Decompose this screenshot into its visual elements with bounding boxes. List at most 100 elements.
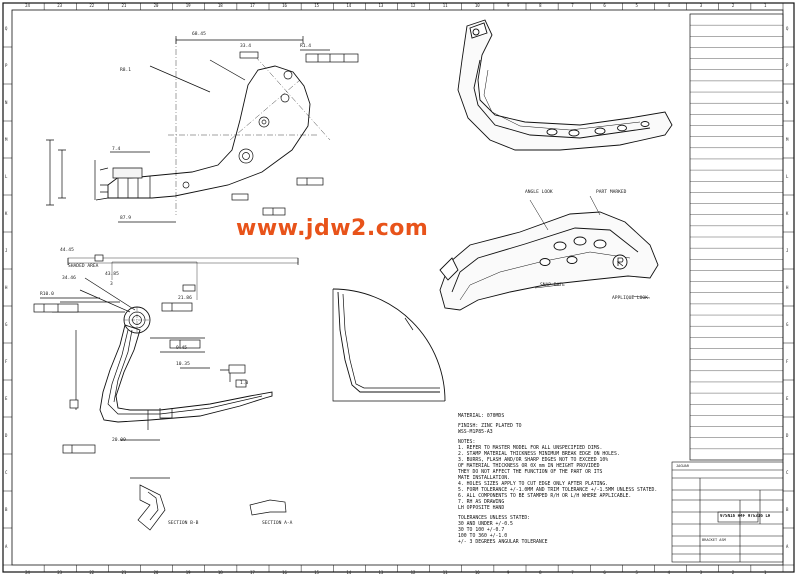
tolerance-line: +/- 3 DEGREES ANGULAR TOLERANCE <box>458 540 548 545</box>
zone-number: 19 <box>185 3 191 8</box>
revision-lines <box>690 24 783 450</box>
dim-front-2: 34.46 <box>62 276 76 281</box>
dim-top-1: 33.4 <box>240 44 252 49</box>
zone-number: 14 <box>346 3 352 8</box>
iso-label-3: APPLIQUE LOOK <box>612 296 648 301</box>
zone-number: 8 <box>539 570 542 575</box>
iso-view-top <box>457 19 673 151</box>
zone-letter: M <box>5 136 8 142</box>
zone-number: 6 <box>603 570 606 575</box>
dim-front-9: R10.0 <box>40 292 54 297</box>
watermark: www.jdw2.com <box>236 216 429 241</box>
dim-top-4: R1.4 <box>300 44 312 49</box>
front-view <box>33 254 299 454</box>
zone-letter: F <box>786 358 789 364</box>
zone-number: 11 <box>442 3 448 8</box>
zone-letter: B <box>786 506 789 512</box>
tolerance-line: 30 TO 100 +/-0.7 <box>458 528 505 533</box>
dim-front-3: 43.85 <box>105 272 119 277</box>
zone-letter: D <box>5 432 8 438</box>
zone-letter: G <box>786 321 789 327</box>
dim-top-5: R8.1 <box>120 68 132 73</box>
dim-top-3: 87.9 <box>120 216 132 221</box>
note-line: 3. BURRS, FLASH AND/OR SHARP EDGES NOT T… <box>458 458 609 463</box>
section-views <box>130 477 287 531</box>
zone-number: 16 <box>282 570 287 575</box>
zone-letter: G <box>5 321 8 327</box>
zone-number: 15 <box>314 3 320 8</box>
note-line: 7. RH AS DRAWING <box>458 500 505 505</box>
zone-number: 13 <box>378 570 384 575</box>
zone-letter: P <box>5 62 8 68</box>
material-text: MATERIAL: 070MDS <box>458 414 505 419</box>
zone-letter: L <box>786 173 789 179</box>
tolerance-line: 100 TO 360 +/-1.0 <box>458 534 508 539</box>
note-line: OF MATERIAL THICKNESS OR 0X mm IN HEIGHT… <box>458 464 600 469</box>
dim-front-10: 9.45 <box>176 346 188 351</box>
dim-front-4: 3 <box>110 282 113 287</box>
zone-number: 19 <box>185 570 191 575</box>
zone-number: 21 <box>121 3 127 8</box>
zone-letter: N <box>786 99 789 105</box>
section-b-label: SECTION B-B <box>168 521 199 526</box>
zone-number: 23 <box>57 570 63 575</box>
zone-letter: E <box>5 395 8 401</box>
zone-number: 13 <box>378 3 384 8</box>
zone-number: 10 <box>474 3 480 8</box>
zone-number: 21 <box>121 570 127 575</box>
note-line: 2. STAMP MATERIAL THICKNESS MINIMUM BREA… <box>458 452 620 457</box>
zone-letter: B <box>5 506 8 512</box>
part-title: BRACKET ASM <box>702 538 726 542</box>
note-line: 4. HOLES SIZES APPLY TO CUT EDGE ONLY AF… <box>458 482 609 487</box>
note-line: 5. FORM TOLERANCE +/-1.0MM AND TRIM TOLE… <box>458 488 658 493</box>
zone-number: 1 <box>763 570 767 575</box>
zone-number: 16 <box>282 3 287 8</box>
finish-line-1: FINISH: ZINC PLATED TO <box>458 424 522 429</box>
zone-letter: Q <box>786 25 789 31</box>
zone-number: 20 <box>153 570 159 575</box>
zone-number: 23 <box>57 3 63 8</box>
zone-number: 18 <box>217 3 223 8</box>
dim-front-1: 44.45 <box>60 248 74 253</box>
zone-number: 8 <box>539 3 542 8</box>
iso-label-1: ANGLE LOOK <box>525 190 553 195</box>
zone-letter: P <box>786 62 789 68</box>
dim-front-6: 1.0 <box>240 381 249 386</box>
note-line: 6. ALL COMPONENTS TO BE STAMPED R/H OR L… <box>458 494 632 499</box>
notes-title: NOTES: <box>458 440 476 445</box>
dim-front-8: 21.86 <box>178 296 192 301</box>
zone-letter: D <box>786 432 789 438</box>
zone-number: 15 <box>314 570 320 575</box>
side-view <box>332 288 446 402</box>
zone-number: 12 <box>410 570 416 575</box>
zone-number: 5 <box>635 570 638 575</box>
zone-number: 7 <box>571 570 574 575</box>
zone-number: 9 <box>506 570 510 575</box>
zone-number: 22 <box>89 3 95 8</box>
zone-letter: H <box>5 284 8 290</box>
iso-view-bottom <box>439 195 659 311</box>
zone-number: 1 <box>763 3 767 8</box>
note-line: MATE INSTALLATION. <box>458 476 510 481</box>
zone-number: 3 <box>699 570 703 575</box>
zone-letter: C <box>5 469 8 475</box>
zone-letter: J <box>5 247 8 253</box>
zone-letter: N <box>5 99 8 105</box>
tolerance-line: 30 AND UNDER +/-0.5 <box>458 522 513 527</box>
dim-front-5: 20.09 <box>112 438 126 443</box>
zone-ticks <box>3 3 794 572</box>
dim-top-width: 68.45 <box>192 32 206 37</box>
zone-number: 3 <box>699 3 703 8</box>
iso-label-2: PART MARKED <box>596 190 627 195</box>
notes-block: MATERIAL: 070MDS FINISH: ZINC PLATED TO … <box>458 414 678 546</box>
title-block-text: 97SN16 H4F 975316 LH BRACKET ASM JAGUAR <box>672 462 782 560</box>
finish-line-2: WSS-M1P85-A3 <box>458 430 493 435</box>
zone-letter: L <box>5 173 8 179</box>
zone-letter: F <box>5 358 8 364</box>
section-a-label: SECTION A-A <box>262 521 293 526</box>
zone-number: 18 <box>217 570 223 575</box>
iso-label-4: SNAP DATE <box>540 283 565 288</box>
zone-number: 11 <box>442 570 448 575</box>
zone-number: 6 <box>603 3 606 8</box>
